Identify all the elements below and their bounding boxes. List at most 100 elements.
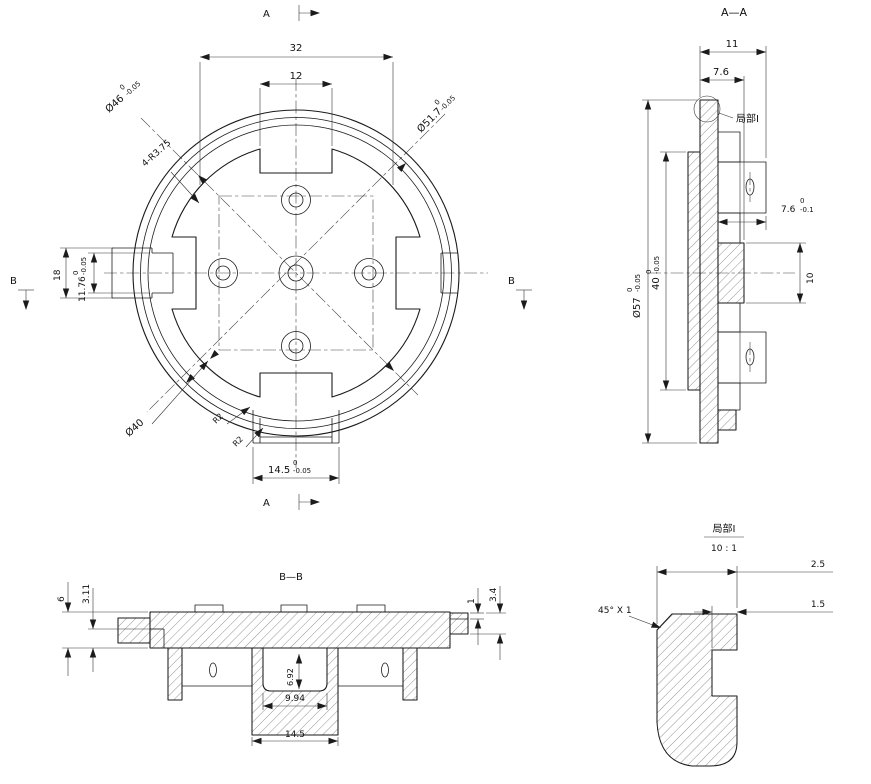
bb-flange-bar [149, 611, 451, 649]
dim-14-5-value: 14.5 [268, 465, 290, 476]
section-aa-title: A—A [721, 6, 748, 19]
lobe-radius-leader [170, 171, 202, 206]
section-aa-view: A—A [626, 6, 816, 444]
dim-40-label: 40 0 -0.05 [645, 256, 662, 290]
aa-flange-plate [699, 99, 719, 444]
section-bb-view: B—B [57, 572, 506, 746]
section-a-top-label: A [263, 9, 270, 20]
front-geometry [111, 109, 460, 444]
dim-40 [660, 151, 686, 391]
fillet-r2-a-leader [226, 403, 253, 425]
aa-dimensions: 11 7.6 局部I Ø57 0 -0.05 [626, 39, 816, 444]
dim-40-value: 40 [651, 277, 662, 290]
dim-7-6-label: 7.6 [713, 67, 729, 78]
dia-51-7-value: Ø51.7 [415, 105, 445, 135]
dia-57-tol-lower: -0.05 [634, 274, 642, 292]
detail-callout-label: 局部I [736, 112, 759, 125]
dim-10 [746, 242, 806, 304]
dim-11-76-label: 11.76 0 -0.05 [72, 257, 88, 302]
dim-32 [199, 53, 394, 185]
dim-14-5-bb-label: 14.5 [285, 730, 305, 740]
dim-14-5-bb [251, 737, 339, 746]
dia-57-value: Ø57 [631, 297, 643, 318]
dim-18-label: 18 [53, 269, 63, 281]
section-b-right-label: B [508, 276, 515, 287]
detail-geometry [656, 613, 738, 767]
dim-14-5-label: 14.5 0 -0.05 [268, 459, 311, 476]
dim-12-label: 12 [290, 71, 303, 82]
dim-7-6-boss [717, 216, 767, 230]
dim-7-6-boss-tol-lower: -0.1 [800, 206, 814, 214]
section-mark-a-top: A [263, 5, 321, 21]
dim-1-label: 1 [467, 598, 477, 604]
dim-11-76-tol-upper: 0 [72, 271, 80, 275]
dim-7-6-boss-tol-upper: 0 [800, 197, 804, 205]
dia-40-label: Ø40 [123, 417, 146, 440]
detail-view: 局部I 10 : 1 2.5 1.5 45° X 1 [598, 522, 833, 767]
dia-40-leader [151, 358, 211, 425]
section-mark-a-bottom: A [263, 494, 321, 510]
dim-9-94 [262, 693, 328, 710]
dia-51-7-label: Ø51.7 0 -0.05 [415, 94, 458, 135]
dim-6-label: 6 [57, 596, 67, 602]
detail-callout-circle [693, 95, 721, 123]
fillet-r2-b-label: R2 [231, 435, 245, 449]
bolt-holes [208, 185, 384, 361]
center-bore [278, 255, 314, 291]
dim-14-5 [252, 447, 340, 484]
dim-6-92-label: 6.92 [286, 668, 295, 686]
dim-3-11-label: 3.11 [82, 584, 92, 604]
clover-pocket-outline [171, 148, 421, 398]
section-a-bottom-label: A [263, 498, 270, 509]
right-keyway [440, 252, 458, 294]
dim-6 [62, 582, 148, 676]
dim-2-5 [656, 566, 833, 624]
dia-46-label: Ø46 0 -0.05 [103, 80, 143, 116]
dim-3-4-label: 3.4 [489, 587, 499, 602]
bb-dimensions: 6 3.11 1 3.4 [57, 582, 506, 746]
bb-left-post [167, 647, 183, 701]
aa-bottom-tab [717, 409, 737, 431]
section-mark-b-right: B [508, 276, 532, 311]
detail-title: 局部I [713, 522, 736, 535]
dim-6-92 [295, 653, 303, 690]
dim-7-6-boss-label: 7.6 0 -0.1 [781, 197, 814, 215]
dia-51-7-tol-lower: -0.05 [439, 94, 457, 112]
dim-1 [470, 588, 484, 645]
dim-1-5 [694, 606, 833, 648]
bb-left-ear [117, 617, 151, 644]
front-centerlines [104, 78, 488, 468]
detail-dimensions: 2.5 1.5 45° X 1 [598, 560, 833, 648]
bb-right-post [402, 647, 418, 701]
front-view: 32 12 18 11.76 0 [10, 5, 532, 510]
dim-14-5-tol-lower: -0.05 [293, 467, 311, 475]
bb-center-tab [251, 647, 339, 736]
aa-hub-boss [717, 242, 745, 304]
dim-3-11 [88, 588, 160, 672]
dim-40-tol-upper: 0 [645, 270, 653, 274]
dim-7-6-boss-value: 7.6 [781, 205, 796, 215]
section-b-left-label: B [10, 276, 17, 287]
detail-callout-leader [718, 112, 734, 119]
dim-32-label: 32 [290, 43, 303, 54]
bb-geometry [117, 604, 469, 736]
dia-51-7-tol-upper: 0 [433, 98, 442, 107]
dim-dia-57 [642, 99, 697, 444]
dim-9-94-label: 9.94 [285, 694, 305, 704]
dim-3-4 [470, 586, 506, 660]
left-keyway [111, 247, 174, 299]
dia-46-tol-lower: -0.05 [124, 80, 143, 98]
aa-geometry [648, 95, 795, 444]
dim-11-76 [88, 252, 150, 294]
chamfer-label: 45° X 1 [598, 606, 632, 616]
dim-7-6-flange [699, 76, 745, 240]
dim-11-depth [699, 46, 767, 158]
dim-11-label: 11 [726, 39, 739, 50]
fillet-r2-b-leader [245, 425, 266, 448]
dim-2-5-label: 2.5 [811, 560, 825, 570]
dia-57-tol-upper: 0 [626, 288, 634, 292]
detail-scale: 10 : 1 [711, 544, 737, 554]
bottom-tab [252, 410, 340, 444]
